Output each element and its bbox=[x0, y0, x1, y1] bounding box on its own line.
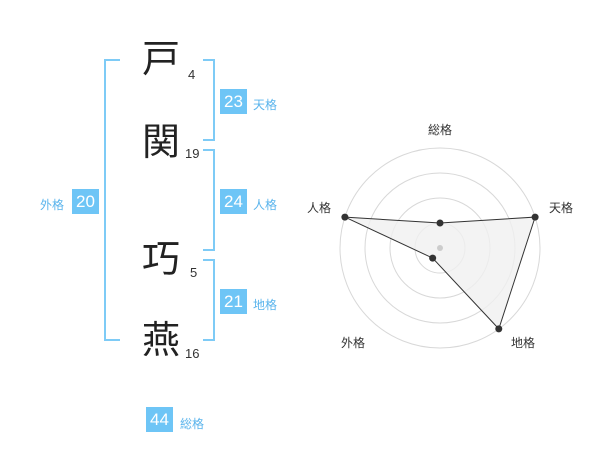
radar-label-jinkaku: 人格 bbox=[307, 200, 331, 215]
radar-ring-4 bbox=[339, 147, 541, 349]
radar-label-tenkaku: 天格 bbox=[549, 200, 573, 215]
soukaku-label: 総格 bbox=[180, 417, 205, 431]
tenkaku-bracket bbox=[203, 59, 215, 141]
jinkaku-bracket bbox=[203, 149, 215, 251]
kanji-2: 関 bbox=[141, 120, 180, 164]
radar-point-4 bbox=[341, 213, 349, 221]
radar-point-1 bbox=[531, 213, 539, 221]
radar-point-2 bbox=[495, 325, 503, 333]
radar-data-polygon bbox=[344, 216, 536, 330]
radar-label-chikaku: 地格 bbox=[511, 335, 535, 350]
chikaku-label: 地格 bbox=[253, 298, 278, 312]
radar-label-soukaku: 総格 bbox=[428, 122, 452, 137]
tenkaku-value: 23 bbox=[220, 89, 247, 114]
radar-center-dot bbox=[437, 245, 443, 251]
chikaku-bracket bbox=[203, 259, 215, 341]
jinkaku-value: 24 bbox=[220, 189, 247, 214]
radar-label-gaikaku: 外格 bbox=[341, 335, 365, 350]
soukaku-value: 44 bbox=[146, 407, 173, 432]
stroke-count-3: 5 bbox=[190, 265, 198, 280]
gaikaku-value: 20 bbox=[72, 189, 99, 214]
kanji-1: 戸 bbox=[141, 37, 180, 81]
kanji-3: 巧 bbox=[141, 237, 180, 281]
stroke-count-4: 16 bbox=[185, 346, 200, 361]
gaikaku-bracket bbox=[104, 59, 120, 341]
gaikaku-label: 外格 bbox=[40, 198, 65, 212]
radar-data-points bbox=[341, 213, 539, 333]
chikaku-value: 21 bbox=[220, 289, 247, 314]
radar-point-3 bbox=[429, 254, 437, 262]
stroke-count-2: 19 bbox=[185, 146, 200, 161]
stroke-count-1: 4 bbox=[188, 67, 196, 82]
tenkaku-label: 天格 bbox=[253, 98, 278, 112]
jinkaku-label: 人格 bbox=[253, 198, 278, 212]
radar-point-0 bbox=[436, 219, 444, 227]
kanji-4: 燕 bbox=[141, 318, 180, 362]
